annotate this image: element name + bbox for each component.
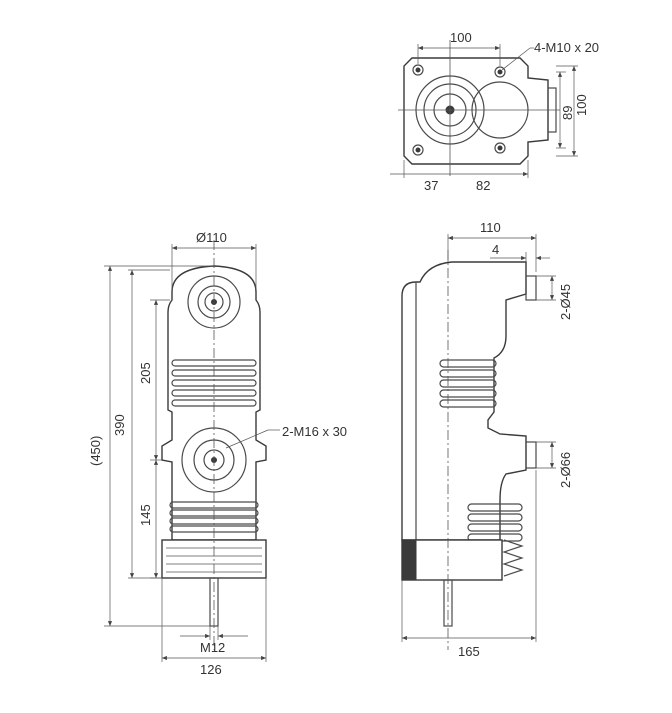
top-dim-left: 37 (424, 178, 438, 193)
front-callout: 2-M16 x 30 (282, 424, 347, 439)
upper-bushing-flange (525, 275, 537, 301)
bolt-hole-center (415, 147, 421, 153)
side-dim-bore-upper: 2-Ø45 (558, 284, 573, 320)
bolt-hole-center (415, 67, 421, 73)
bolt-hole-center (497, 69, 503, 75)
side-dim-base: 165 (458, 644, 480, 659)
top-dim-right: 82 (476, 178, 490, 193)
front-dim-lower: 145 (138, 504, 153, 526)
upper-terminal-ring (204, 292, 224, 312)
side-dim-offset: 4 (492, 242, 499, 257)
front-dim-thread: M12 (200, 640, 225, 655)
side-view: 110 4 2-Ø45 2-Ø66 165 (401, 220, 573, 659)
side-upper-sheds (439, 359, 497, 408)
top-callout: 4-M10 x 20 (534, 40, 599, 55)
front-dim-body: 390 (112, 414, 127, 436)
front-view: Ø110 (450) 390 205 145 2-M16 x 30 M12 12… (88, 230, 347, 677)
side-view-body (401, 261, 527, 541)
top-dim-width: 100 (450, 30, 472, 45)
top-dim-height-inner: 89 (560, 106, 575, 120)
top-dim-height-outer: 100 (574, 94, 589, 116)
front-dim-base-width: 126 (200, 662, 222, 677)
bolt-hole (494, 66, 506, 78)
front-dim-overall: (450) (88, 436, 103, 466)
bolt-hole (412, 64, 424, 76)
side-view-base-dark (401, 539, 417, 581)
bolt-hole-center (497, 145, 503, 151)
side-view-base (401, 539, 503, 581)
front-dim-top-diameter: Ø110 (196, 230, 227, 245)
side-dim-top: 110 (480, 220, 501, 235)
bolt-hole (412, 144, 424, 156)
front-dim-upper: 205 (138, 362, 153, 384)
top-view: 100 4-M10 x 20 100 89 37 82 (390, 30, 599, 193)
bolt-hole (494, 142, 506, 154)
side-dim-bore-lower: 2-Ø66 (558, 452, 573, 488)
lower-bushing-flange (525, 441, 537, 469)
